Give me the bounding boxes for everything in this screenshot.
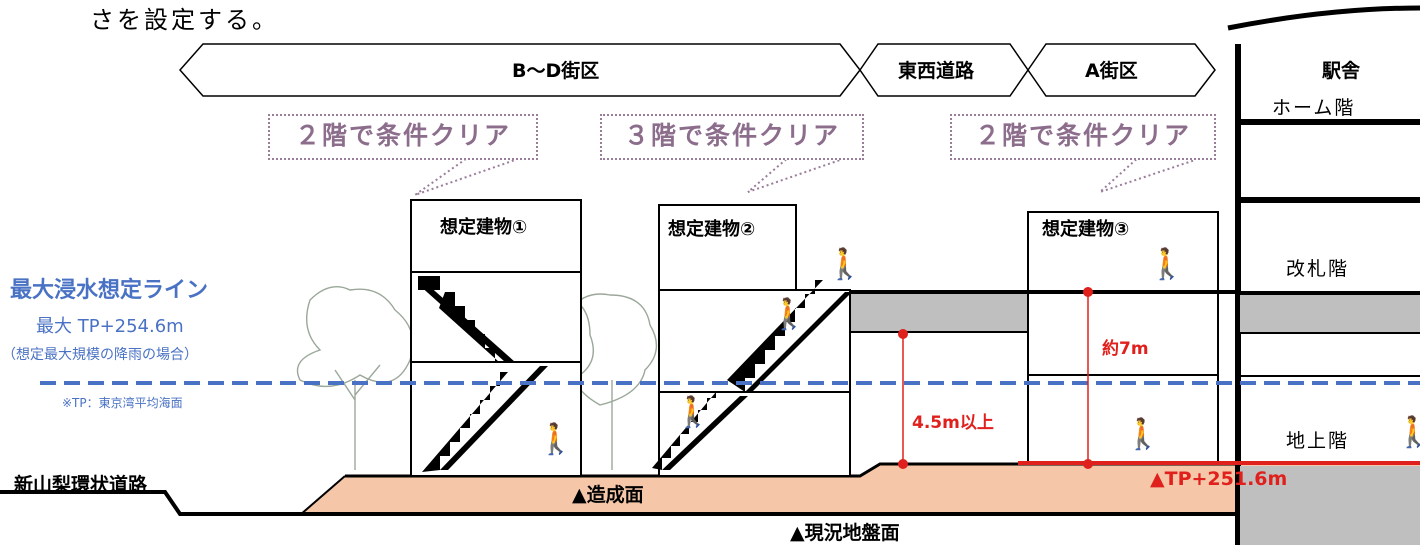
- floor-label-platform: ホーム階: [1272, 97, 1356, 119]
- tp-note: ※TP：東京湾平均海面: [62, 396, 183, 410]
- existing-ground-label: ▲現況地盤面: [790, 522, 900, 544]
- station-roof: [1227, 5, 1420, 31]
- callout-building-1: ２階で条件クリア: [268, 114, 538, 160]
- floor-label-concourse: 改札階: [1286, 258, 1350, 280]
- deck-slab-left: [850, 292, 1028, 332]
- existing-ground-line: [0, 490, 1238, 516]
- zone-label-road: 東西道路: [898, 60, 975, 82]
- zone-label-a: A街区: [1085, 60, 1138, 82]
- building-3-name: 想定建物③: [1042, 219, 1130, 240]
- tree-left: [296, 286, 414, 470]
- pedestrian-icon: 🚶: [674, 395, 712, 430]
- station-frame: [1235, 44, 1420, 545]
- pedestrian-icon: 🚶: [1124, 417, 1162, 452]
- floor-label-ground: 地上階: [1286, 430, 1350, 452]
- callout-building-3: ２階で条件クリア: [950, 114, 1216, 160]
- flood-level: 最大 TP+254.6m: [36, 316, 184, 337]
- pedestrian-icon: 🚶: [1148, 247, 1186, 282]
- building-1-frame: [410, 199, 582, 477]
- dimension-label-45m: 4.5m以上: [912, 413, 994, 433]
- pedestrian-icon: 🚶: [770, 297, 808, 332]
- road-label: 新山梨環状道路: [14, 474, 148, 496]
- formation-label: ▲造成面: [572, 484, 644, 506]
- zone-label-station: 駅舎: [1322, 60, 1361, 82]
- zone-label-bd: B～D街区: [512, 60, 600, 82]
- pedestrian-icon: 🚶: [826, 247, 864, 282]
- flood-note: （想定最大規模の降雨の場合）: [2, 347, 198, 363]
- building-1-stairs: [418, 276, 548, 472]
- intro-text: さを設定する。: [90, 6, 279, 34]
- pedestrian-icon: 🚶: [537, 422, 575, 457]
- building-2-stairs: [652, 280, 852, 470]
- pedestrian-icon: 🚶: [1395, 415, 1420, 450]
- callout-building-2: ３階で条件クリア: [600, 114, 864, 160]
- dimension-label-7m: 約7m: [1102, 339, 1149, 359]
- zone-arrow-a: [1027, 43, 1216, 97]
- dimension-markers: [898, 287, 1420, 469]
- tp-level-label: ▲TP+251.6m: [1150, 468, 1288, 490]
- flood-title: 最大浸水想定ライン: [10, 278, 209, 303]
- building-2-name: 想定建物②: [668, 219, 756, 240]
- building-2-frame: [658, 204, 851, 477]
- building-1-name: 想定建物①: [440, 217, 528, 238]
